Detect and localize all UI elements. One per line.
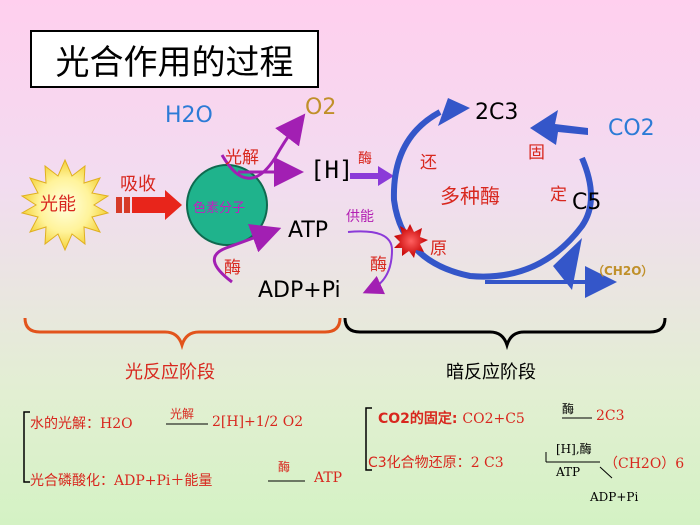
light-energy-label: 光能 bbox=[40, 194, 76, 215]
atp-label: ATP bbox=[288, 218, 329, 243]
ch2o-label: （CH2O） bbox=[592, 264, 654, 278]
h2o-label: H2O bbox=[165, 103, 213, 128]
c3-label: 2C3 bbox=[475, 100, 519, 125]
phos-eq-rhs: ATP bbox=[314, 470, 343, 486]
co2-eq-lhs: CO2+C5 bbox=[462, 411, 525, 427]
h-label: [H] bbox=[310, 156, 354, 184]
light-stage-label: 光反应阶段 bbox=[125, 362, 215, 383]
enzyme-label-3: 酶 bbox=[370, 255, 387, 275]
c5-arrowhead bbox=[553, 238, 582, 290]
c3-equation: C3化合物还原：2 C3 bbox=[368, 452, 504, 472]
fixation-char-1: 固 bbox=[528, 143, 545, 163]
pigment-label: 色素分子 bbox=[193, 201, 246, 216]
photolysis-label: 光解 bbox=[225, 148, 259, 168]
phos-eq-condition: 酶 bbox=[278, 460, 291, 474]
page-title: 光合作用的过程 bbox=[30, 30, 319, 88]
atp-synthesis-arrow bbox=[213, 224, 282, 284]
o2-label: O2 bbox=[305, 95, 337, 120]
c3-eq-lhs: 2 C3 bbox=[470, 455, 504, 471]
cycle-arrowhead-top bbox=[438, 98, 470, 126]
phos-eq-lhs: ADP+Pi＋能量 bbox=[114, 473, 213, 489]
water-eq-label: 水的光解： bbox=[30, 416, 100, 432]
water-eq-rhs: 2[H]+1/2 O2 bbox=[212, 414, 304, 430]
adp-pi-label: ADP+Pi bbox=[258, 278, 341, 303]
dark-stage-brace bbox=[343, 317, 667, 351]
c3-eq-label: C3化合物还原： bbox=[368, 455, 471, 471]
supply-energy-label: 供能 bbox=[346, 209, 374, 225]
enzyme-label-2: 酶 bbox=[224, 258, 241, 278]
light-stage-brace bbox=[23, 317, 342, 351]
co2-equation: CO2的固定: CO2+C5 bbox=[378, 408, 525, 428]
dark-stage-label: 暗反应阶段 bbox=[446, 362, 536, 383]
phos-equation: 光合磷酸化：ADP+Pi＋能量 bbox=[30, 470, 212, 490]
multi-enzyme-label: 多种酶 bbox=[440, 184, 500, 208]
c3-eq-byproduct: ADP+Pi bbox=[590, 490, 639, 504]
h-supply-arrow bbox=[350, 166, 394, 186]
enzyme-label-1: 酶 bbox=[358, 151, 372, 167]
co2-eq-condition: 酶 bbox=[562, 402, 575, 416]
reduction-char-1: 还 bbox=[420, 153, 437, 173]
dark-eq-bracket bbox=[365, 407, 372, 471]
c3-eq-condition-top: [H],酶 bbox=[556, 442, 592, 456]
c3-eq-condition-bottom: ATP bbox=[556, 465, 581, 479]
light-eq-bracket bbox=[23, 411, 30, 483]
water-eq-condition: 光解 bbox=[170, 407, 195, 421]
c3-eq-rhs: （CH2O）6 bbox=[604, 456, 685, 472]
co2-eq-rhs: 2C3 bbox=[596, 408, 625, 424]
phos-eq-label: 光合磷酸化： bbox=[30, 473, 114, 489]
calvin-cycle-arc bbox=[390, 109, 594, 280]
co2-label: CO2 bbox=[608, 116, 655, 141]
absorb-arrow bbox=[116, 190, 182, 220]
absorb-label: 吸收 bbox=[120, 174, 156, 195]
reduction-char-2: 原 bbox=[430, 239, 447, 259]
water-eq-lhs: H2O bbox=[100, 416, 133, 432]
energy-supply-arrow bbox=[347, 230, 394, 295]
co2-eq-label: CO2的固定: bbox=[378, 411, 463, 427]
c5-label: C5 bbox=[572, 190, 602, 215]
water-equation: 水的光解：H2O bbox=[30, 413, 133, 433]
fixation-char-2: 定 bbox=[550, 185, 567, 205]
sun-shape bbox=[20, 158, 110, 252]
co2-fixation-arrow bbox=[530, 110, 588, 145]
enzyme-burst bbox=[394, 224, 428, 258]
